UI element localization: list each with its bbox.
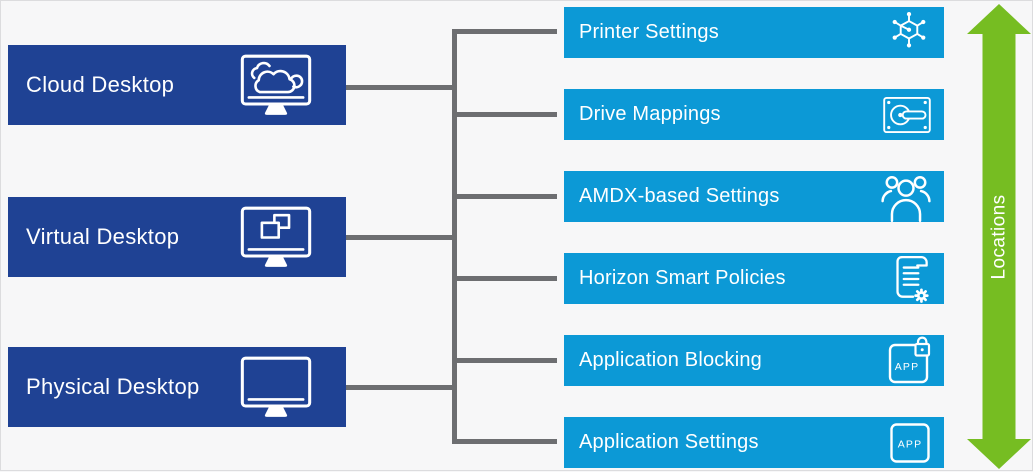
- node-cloud-desktop: Cloud Desktop: [8, 45, 346, 125]
- node-application-blocking: Application Blocking APP: [564, 335, 944, 386]
- locations-arrow-shape: [967, 4, 1031, 469]
- printer-network-icon: [886, 10, 932, 56]
- desktop-label: Cloud Desktop: [26, 72, 175, 97]
- app-blocking-lock-icon: APP: [888, 336, 932, 386]
- desktop-label: Physical Desktop: [26, 374, 200, 399]
- setting-label: AMDX-based Settings: [579, 185, 780, 207]
- virtual-desktop-monitor-icon: [240, 206, 312, 269]
- connector-branch-right-6: [452, 439, 557, 444]
- locations-arrow-label-wrap: Locations: [964, 1, 1033, 472]
- connector-branch-right-1: [452, 29, 557, 34]
- node-virtual-desktop: Virtual Desktop: [8, 197, 346, 277]
- physical-desktop-monitor-icon: [240, 356, 312, 419]
- setting-label: Horizon Smart Policies: [579, 267, 786, 289]
- connector-branch-right-5: [452, 358, 557, 363]
- drive-mapping-icon: [882, 96, 932, 134]
- connector-branch-right-2: [452, 112, 557, 117]
- desktop-label: Virtual Desktop: [26, 224, 180, 249]
- setting-label: Application Settings: [579, 431, 759, 453]
- locations-arrow: [964, 1, 1033, 472]
- setting-label: Printer Settings: [579, 21, 719, 43]
- locations-arrow-label: Locations: [988, 194, 1009, 279]
- connector-branch-left-cloud: [345, 85, 457, 90]
- app-icon-text: APP: [895, 361, 920, 373]
- connector-branch-right-3: [452, 194, 557, 199]
- node-horizon-smart-policies: Horizon Smart Policies: [564, 253, 944, 304]
- policy-scroll-gear-icon: [888, 253, 932, 305]
- app-settings-icon: APP: [888, 421, 932, 465]
- node-physical-desktop: Physical Desktop: [8, 347, 346, 427]
- node-drive-mappings: Drive Mappings: [564, 89, 944, 140]
- node-printer-settings: Printer Settings: [564, 7, 944, 58]
- node-amdx-based-settings: AMDX-based Settings: [564, 171, 944, 222]
- setting-label: Drive Mappings: [579, 103, 721, 125]
- connector-branch-right-4: [452, 276, 557, 281]
- connector-branch-left-virtual: [345, 235, 457, 240]
- users-group-icon: [880, 171, 932, 223]
- app-icon-text: APP: [898, 438, 923, 450]
- cloud-desktop-monitor-icon: [240, 54, 312, 117]
- connector-branch-left-physical: [345, 385, 457, 390]
- setting-label: Application Blocking: [579, 349, 762, 371]
- node-application-settings: Application Settings APP: [564, 417, 944, 468]
